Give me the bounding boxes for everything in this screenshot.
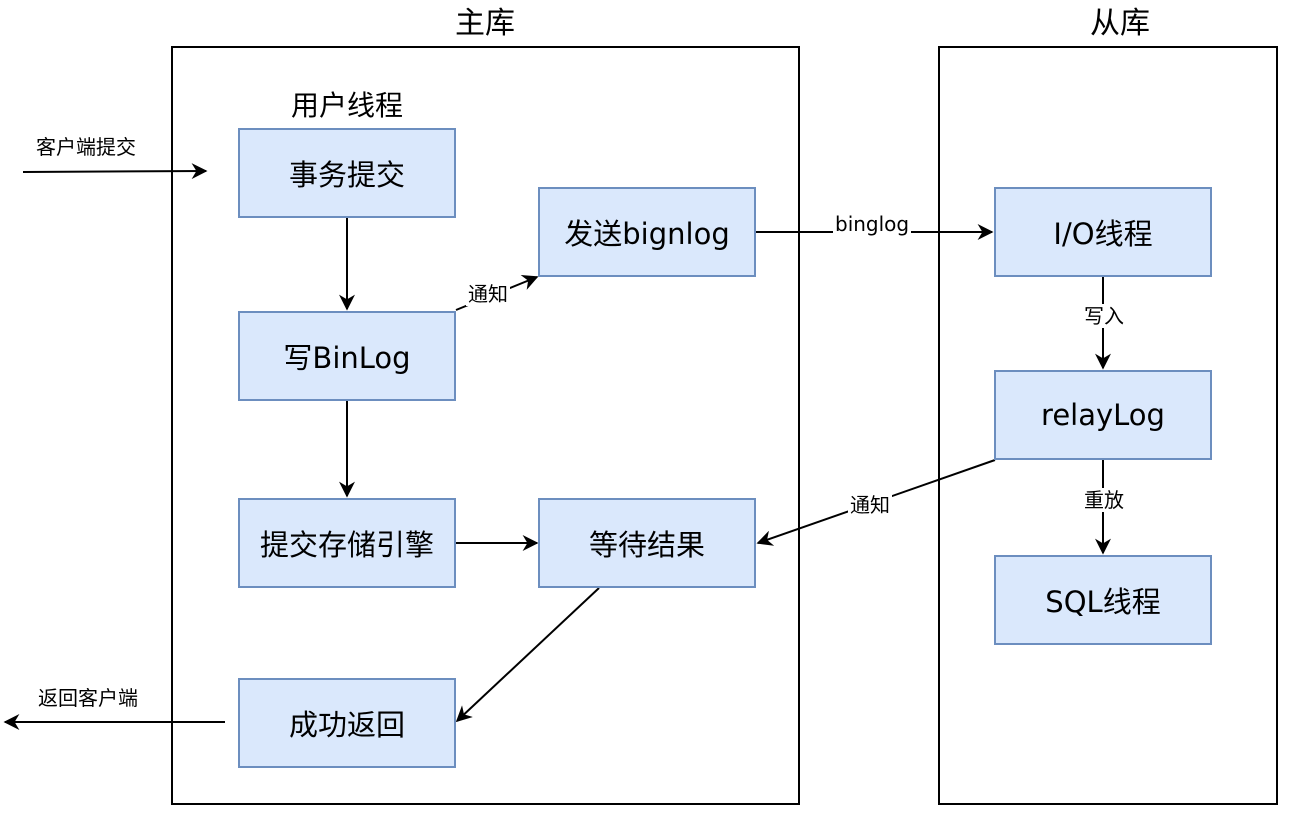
io-thread-node: I/O线程 xyxy=(994,187,1212,277)
send-binlog-node: 发送bignlog xyxy=(538,187,756,277)
client-commit-label: 客户端提交 xyxy=(36,135,136,159)
slave-container xyxy=(938,46,1278,805)
notify-send-label: 通知 xyxy=(466,282,510,306)
replay-label: 重放 xyxy=(1082,488,1126,512)
notify-wait-label: 通知 xyxy=(848,493,892,517)
return-success-node: 成功返回 xyxy=(238,678,456,768)
relay-log-node: relayLog xyxy=(994,370,1212,460)
sql-thread-node: SQL线程 xyxy=(994,555,1212,645)
binlog-transfer-label: binglog xyxy=(833,212,912,236)
slave-title: 从库 xyxy=(1090,6,1150,41)
commit-transaction-node: 事务提交 xyxy=(238,128,456,218)
edge-client-commit xyxy=(22,163,208,180)
master-container xyxy=(171,46,800,805)
write-binlog-node: 写BinLog xyxy=(238,311,456,401)
edge-wait-to-return xyxy=(455,587,600,723)
commit-storage-engine-node: 提交存储引擎 xyxy=(238,498,456,588)
return-client-label: 返回客户端 xyxy=(38,686,138,710)
user-thread-label: 用户线程 xyxy=(290,89,403,122)
write-in-label: 写入 xyxy=(1082,304,1126,328)
master-title: 主库 xyxy=(455,6,515,41)
wait-result-node: 等待结果 xyxy=(538,498,756,588)
